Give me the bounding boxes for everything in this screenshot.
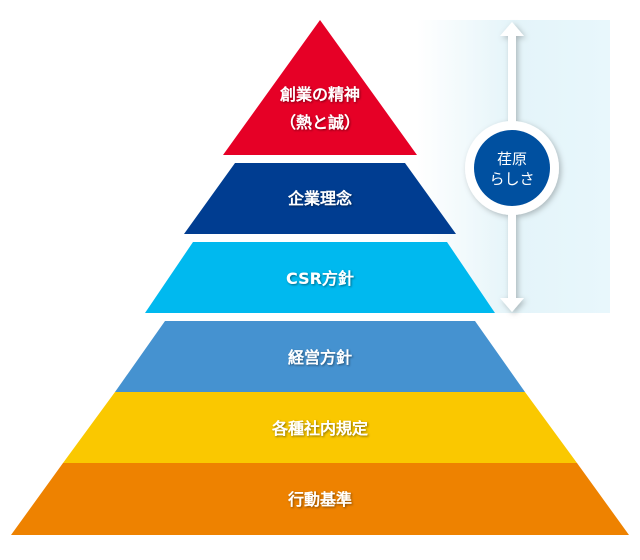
pyramid-layer-5 bbox=[63, 392, 577, 463]
pyramid-layer-6-label: 行動基準 bbox=[287, 490, 352, 509]
pyramid-layer-1-label: 創業の精神 bbox=[279, 85, 360, 104]
pyramid-layer-6 bbox=[11, 463, 629, 535]
pyramid-layer-1 bbox=[223, 20, 417, 155]
pyramid-layer-5-label: 各種社内規定 bbox=[271, 419, 368, 438]
pyramid-layer-2-label: 企業理念 bbox=[287, 189, 353, 208]
pyramid-layer-1-label: （熱と誠） bbox=[280, 113, 360, 132]
pyramid-layer-4-label: 経営方針 bbox=[288, 348, 352, 367]
pyramid-layer-4 bbox=[115, 321, 525, 392]
pyramid-layer-3 bbox=[145, 242, 495, 313]
pyramid-layer-3-label: CSR方針 bbox=[286, 269, 354, 288]
pyramid-layer-2 bbox=[184, 163, 456, 234]
bracket-circle bbox=[474, 130, 550, 206]
bracket-label-line-1: 荏原 bbox=[497, 150, 527, 168]
bracket-label-line-2: らしさ bbox=[489, 170, 534, 188]
